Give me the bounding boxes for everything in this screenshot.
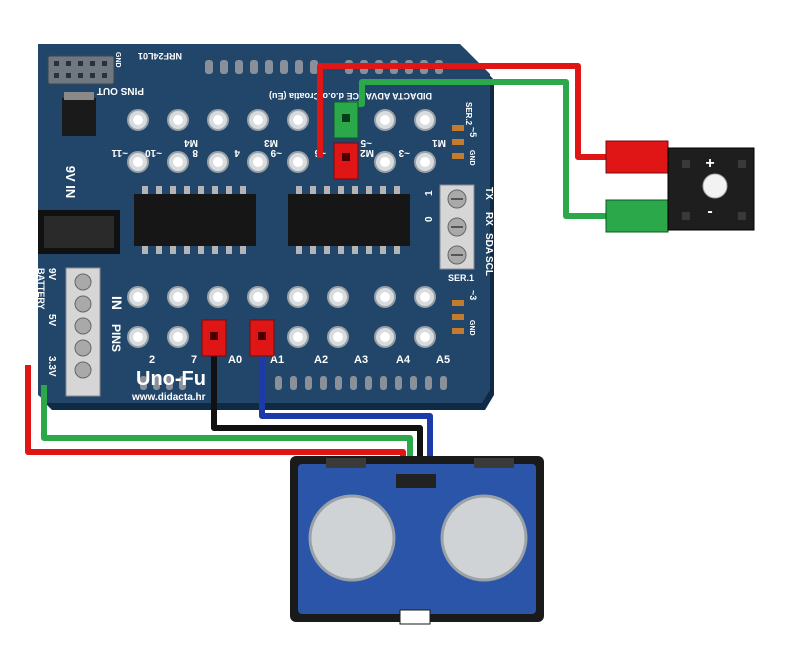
- led-module[interactable]: + -: [605, 140, 755, 233]
- pin-label-9: ~9: [270, 147, 282, 158]
- pins-label: PINS: [109, 324, 123, 352]
- ser1-pins[interactable]: [452, 300, 464, 334]
- board-model-label: Uno-Fu: [136, 368, 206, 390]
- voltage-regulator: [62, 98, 96, 136]
- serial-screw-terminal[interactable]: [439, 184, 475, 270]
- pin-label-3: ~3: [398, 147, 410, 158]
- board-body: [38, 44, 490, 403]
- wire-red-led: [317, 63, 612, 160]
- tilde5-label: ~5: [468, 127, 478, 137]
- led-plus-label: +: [705, 155, 714, 172]
- ser2-pins[interactable]: [452, 125, 464, 159]
- nrf-label: NRF24L01: [138, 51, 182, 61]
- ser1-gnd-label: GND: [468, 320, 475, 336]
- maker-label: DIDACTA ADVANCE d.o.o Croatia (Eu): [269, 91, 432, 101]
- uno-fu-shield: NRF24L01 GND PINS OUT DIDACTA ADVANCE d.…: [36, 44, 494, 410]
- pin-label-m2: M2: [360, 147, 374, 158]
- led-connector-red[interactable]: [605, 140, 669, 174]
- pin-label-m3: M3: [264, 137, 278, 148]
- connector-green-m2[interactable]: [333, 101, 359, 139]
- tilde3-label: ~3: [468, 290, 478, 300]
- 9v-in-label: 9V IN: [63, 166, 78, 199]
- led-connector-green[interactable]: [605, 199, 669, 233]
- pin-label-a4: A4: [396, 354, 411, 366]
- serial-one-label: 1: [424, 190, 435, 196]
- serial-zero-label: 0: [424, 216, 435, 222]
- ser2-gnd-label: GND: [468, 150, 475, 166]
- ultrasonic-sensor[interactable]: [290, 456, 544, 625]
- pin-label-11: ~11: [111, 147, 128, 158]
- pin-label-a1: A1: [270, 354, 284, 366]
- pin-label-m1: M1: [432, 137, 446, 148]
- pin-label-10: ~10: [145, 147, 162, 158]
- pin-label-7: 7: [191, 354, 197, 366]
- ser2-label: SER.2: [464, 102, 473, 126]
- pin-label-m4: M4: [184, 137, 198, 148]
- wire-black-trigger: [211, 340, 423, 482]
- sensor-pin-header[interactable]: [396, 474, 436, 488]
- ser1-label: SER.1: [448, 273, 474, 283]
- pin-label-a0: A0: [228, 354, 242, 366]
- led-minus-label: -: [707, 203, 712, 220]
- in-label: IN: [109, 296, 125, 310]
- connector-red-a0[interactable]: [201, 319, 227, 357]
- motor-driver-chip-right: [288, 186, 410, 254]
- pin-label-a5: A5: [436, 354, 450, 366]
- pin-label-4: 4: [234, 147, 240, 158]
- pin-label-8: 8: [192, 147, 198, 158]
- connector-red-m2[interactable]: [333, 142, 359, 180]
- bottom-header-slots: [140, 376, 447, 390]
- connector-red-a1[interactable]: [249, 319, 275, 357]
- pin-label-a2: A2: [314, 354, 328, 366]
- power-9v-label: 9V: [46, 268, 57, 281]
- rx-label: RX: [483, 212, 494, 226]
- scl-label: SCL: [483, 256, 494, 276]
- board-url-label: www.didacta.hr: [131, 392, 206, 403]
- gnd-label: GND: [114, 52, 121, 68]
- battery-label: BATTERY: [36, 268, 46, 310]
- nrf-header[interactable]: [47, 55, 115, 85]
- tx-label: TX: [483, 187, 494, 200]
- pin-label-5: ~5: [360, 137, 372, 148]
- wire-green-led: [348, 79, 612, 219]
- sensor-transmitter: [308, 494, 396, 582]
- pin-label-a3: A3: [354, 354, 368, 366]
- motor-driver-chip-left: [134, 186, 256, 254]
- power-screw-terminal[interactable]: [65, 267, 101, 397]
- led-bulb-icon: [702, 173, 728, 199]
- pins-out-label: PINS OUT: [97, 85, 144, 96]
- power-5v-label: 5V: [46, 314, 57, 327]
- sda-label: SDA: [483, 233, 494, 254]
- wire-blue-echo: [259, 340, 433, 482]
- sensor-receiver: [440, 494, 528, 582]
- power-3v-label: 3.3V: [46, 356, 57, 377]
- pin-label-2: 2: [149, 354, 155, 366]
